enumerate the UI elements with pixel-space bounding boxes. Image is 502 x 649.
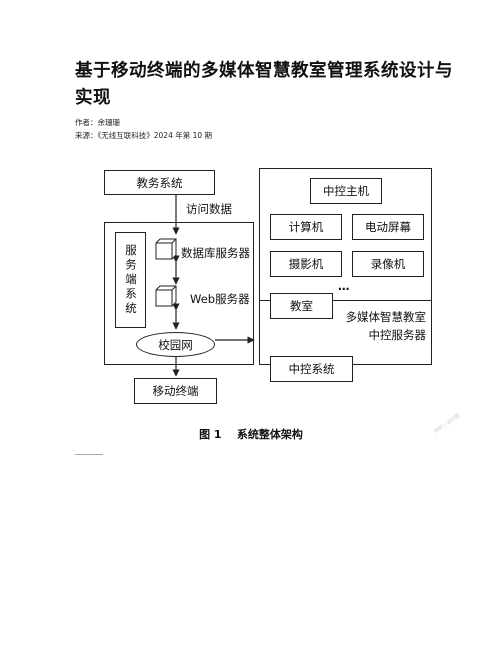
smart-classroom-server-label: 多媒体智慧教室中控服务器 <box>345 310 427 342</box>
central-system-box: 中控系统 <box>270 356 353 382</box>
figure-number: 图 1 <box>199 428 222 441</box>
figure-caption: 图 1 系统整体架构 <box>0 426 502 442</box>
server-side-label: 服务端系统 <box>115 232 146 328</box>
classroom-divider <box>259 300 432 301</box>
database-server-cube-icon <box>155 238 177 260</box>
camera-box: 摄影机 <box>270 251 342 277</box>
server-side-frame <box>104 222 254 365</box>
access-data-label: 访问数据 <box>186 202 232 216</box>
server-side-text: 服务端系统 <box>124 243 138 317</box>
figure-title: 系统整体架构 <box>236 428 303 441</box>
computer-box: 计算机 <box>270 214 342 240</box>
web-server-cube-icon <box>155 285 177 307</box>
web-server-label: Web服务器 <box>190 292 250 306</box>
author-line: 作者：余珊珊 <box>75 118 120 127</box>
more-devices-ellipsis: … <box>338 279 350 293</box>
article-title: 基于移动终端的多媒体智慧教室管理系统设计与实现 <box>75 61 453 108</box>
database-server-label: 数据库服务器 <box>181 246 250 260</box>
classroom-box: 教室 <box>270 293 333 319</box>
central-host-box: 中控主机 <box>310 178 382 204</box>
campus-network-ellipse: 校园网 <box>136 332 215 357</box>
source-line: 来源：《无线互联科技》2024 年第 10 期 <box>75 131 213 140</box>
electric-screen-box: 电动屏幕 <box>352 214 424 240</box>
mobile-terminal-box: 移动终端 <box>134 378 217 404</box>
footnote-rule <box>75 454 103 455</box>
academic-system-box: 教务系统 <box>104 170 215 195</box>
recorder-box: 录像机 <box>352 251 424 277</box>
